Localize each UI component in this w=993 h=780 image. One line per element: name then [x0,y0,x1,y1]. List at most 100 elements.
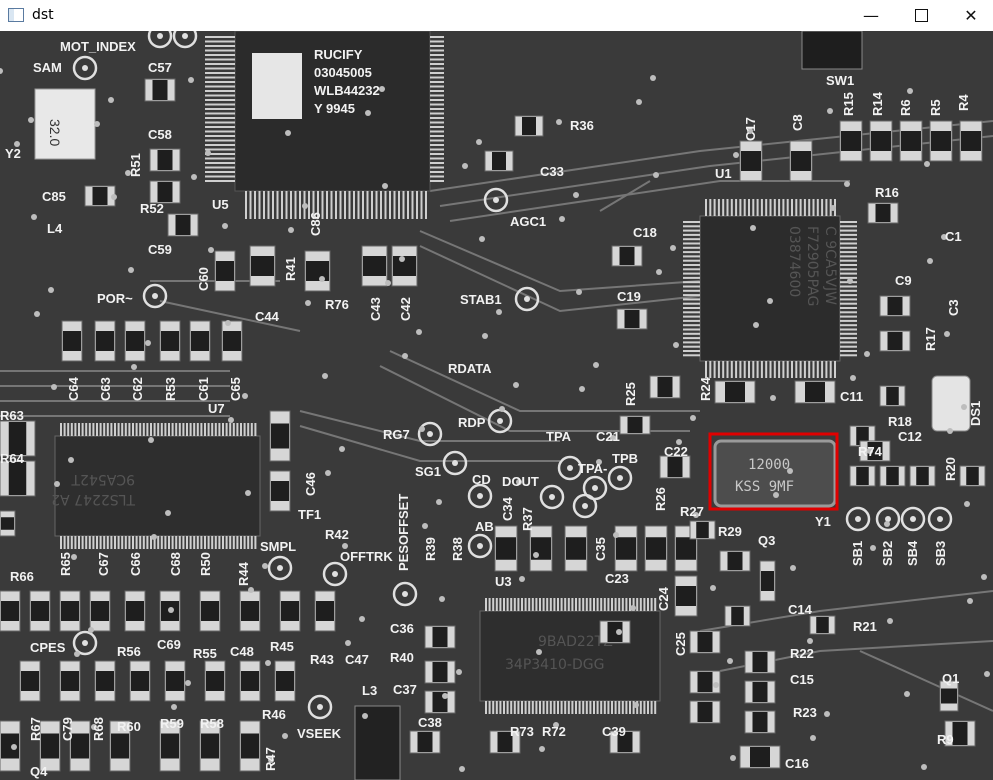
maximize-button[interactable] [898,0,944,30]
via [747,128,753,134]
via [31,214,37,220]
via [399,256,405,262]
via [379,86,385,92]
chip-u1: 03874600 F72905PAG C 9CA5VJW [683,199,857,378]
smd-component [0,720,21,772]
smd-component [29,590,51,632]
via [222,223,228,229]
silkscreen-label: R16 [875,185,899,200]
via [693,512,699,518]
via [924,161,930,167]
via [676,439,682,445]
silkscreen-label: C36 [390,621,414,636]
silkscreen-label: U5 [212,197,229,212]
silkscreen-label: R58 [200,716,224,731]
smd-component [199,590,221,632]
silkscreen-label: R73 [510,724,534,739]
smd-component [879,385,906,407]
silkscreen-label: TPA [546,429,572,444]
smd-component [361,245,388,287]
silkscreen-label: PESOFFSET [396,494,411,571]
via [633,702,639,708]
test-point [322,561,348,587]
silkscreen-label: C63 [98,377,113,401]
silkscreen-label: C59 [148,242,172,257]
silkscreen-label: C86 [308,212,323,236]
close-button[interactable]: ✕ [948,0,993,30]
minimize-button[interactable]: — [848,0,894,30]
test-point [514,286,540,312]
via [456,669,462,675]
smd-component [199,720,221,772]
via [824,711,830,717]
via [265,660,271,666]
via [131,364,137,370]
silkscreen-label: CD [472,472,491,487]
via [128,267,134,273]
test-point [467,483,493,509]
via [282,733,288,739]
smd-component [649,375,681,399]
via [205,150,211,156]
smd-component [84,185,116,207]
via [773,492,779,498]
test-point [72,630,98,656]
via [579,386,585,392]
via [476,139,482,145]
via [984,671,990,677]
smd-component [689,700,721,724]
silkscreen-label: C65 [228,377,243,401]
test-point [267,555,293,581]
via [288,227,294,233]
via [539,746,545,752]
silkscreen-label: C58 [148,127,172,142]
silkscreen-label: C22 [664,444,688,459]
silkscreen-label: C43 [368,297,383,321]
via [907,88,913,94]
smd-component [959,465,986,487]
smd-component [614,525,638,572]
via [382,183,388,189]
smd-component [269,470,291,512]
via [884,521,890,527]
silkscreen-label: C38 [418,715,442,730]
via [168,607,174,613]
smd-component [494,525,518,572]
via [630,605,636,611]
via [462,163,468,169]
silkscreen-label: SW1 [826,73,854,88]
smd-component [859,440,891,462]
via [790,565,796,571]
smd-component [644,525,668,572]
smd-component [239,590,261,632]
via [419,426,425,432]
via [442,693,448,699]
silkscreen-label: R18 [888,414,912,429]
silkscreen-label: L4 [47,221,63,236]
silkscreen-label: C1 [945,229,962,244]
smd-component [489,730,521,754]
silkscreen-label: C48 [230,644,254,659]
smd-component [304,250,331,292]
via [171,704,177,710]
via [867,448,873,454]
via [245,490,251,496]
silkscreen-label: Q1 [942,671,959,686]
via [513,382,519,388]
silkscreen-label: Q4 [30,764,48,779]
silkscreen-label: VSEEK [297,726,342,741]
via [850,375,856,381]
silkscreen-label: C24 [656,586,671,611]
via [827,108,833,114]
silkscreen-label: R5 [928,99,943,116]
test-point [875,506,901,532]
smd-component [0,460,36,497]
via [54,481,60,487]
silkscreen-label: C42 [398,297,413,321]
via [519,576,525,582]
smd-component [164,660,186,702]
close-icon: ✕ [964,5,978,25]
silkscreen-label: U3 [495,574,512,589]
via [322,373,328,379]
smd-component [939,680,959,712]
